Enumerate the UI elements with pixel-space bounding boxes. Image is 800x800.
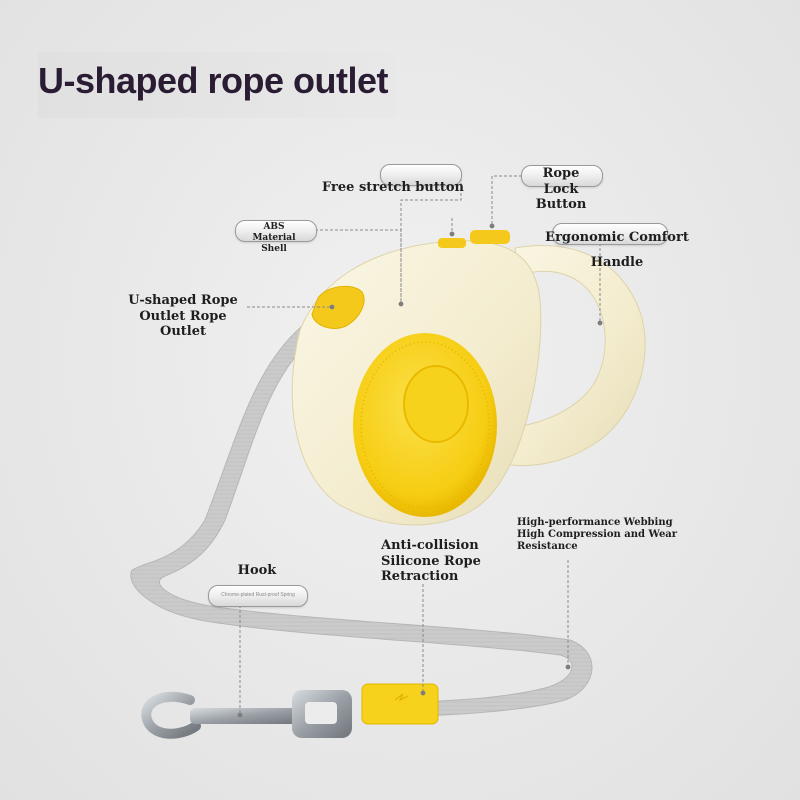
pill-hook — [208, 585, 308, 607]
label-handle-1: Ergonomic Comfort — [545, 230, 689, 245]
disc-center-button[interactable] — [403, 365, 469, 443]
snap-hook — [141, 690, 352, 739]
free-stretch-button[interactable] — [438, 238, 466, 248]
label-handle-2: Handle — [590, 254, 644, 270]
label-abs-1: ABS — [263, 222, 285, 232]
label-hook-sub: Chrome-plated Rust-proof Spring — [221, 592, 295, 598]
label-abs-3: Shell — [261, 243, 287, 254]
label-free-stretch: Free stretch button — [322, 180, 464, 195]
label-webbing-3: Resistance — [517, 541, 578, 552]
pill-abs — [235, 220, 317, 242]
label-u-outlet-3: Outlet — [160, 324, 206, 340]
u-shaped-outlet — [311, 285, 365, 329]
label-u-outlet: U-shaped Rope Outlet Rope Outlet — [122, 293, 244, 340]
silicone-sleeve — [361, 683, 439, 725]
label-u-outlet-2: Outlet Rope — [139, 308, 227, 324]
label-rope-lock: Rope Lock Button — [526, 166, 596, 213]
pill-handle — [552, 223, 668, 245]
label-silicone-1: Anti-collision — [381, 538, 479, 553]
pill-free-stretch — [380, 164, 462, 186]
label-u-outlet-1: U-shaped Rope — [128, 293, 238, 308]
label-rope-lock-2: Lock — [543, 181, 579, 197]
leader-lines — [239, 175, 601, 714]
label-handle: Ergonomic Comfort Handle — [544, 226, 690, 275]
label-webbing-2: High Compression and Wear — [517, 529, 678, 540]
label-webbing: High-performance Webbing High Compressio… — [517, 517, 677, 553]
label-hook: Hook — [237, 563, 277, 578]
label-rope-lock-3: Button — [535, 197, 587, 213]
label-abs-2: Material — [252, 232, 296, 243]
label-webbing-1: High-performance Webbing — [517, 517, 673, 528]
label-abs: ABS Material Shell — [238, 222, 310, 254]
label-silicone: Anti-collision Silicone Rope Retraction — [381, 538, 481, 585]
pill-rope-lock — [521, 165, 603, 187]
title-band — [38, 52, 396, 118]
page-title: U-shaped rope outlet — [38, 60, 389, 101]
rope-lock-button[interactable] — [470, 230, 510, 244]
label-silicone-3: Retraction — [381, 569, 459, 585]
label-silicone-2: Silicone Rope — [381, 553, 481, 569]
label-rope-lock-1: Rope — [542, 166, 580, 181]
